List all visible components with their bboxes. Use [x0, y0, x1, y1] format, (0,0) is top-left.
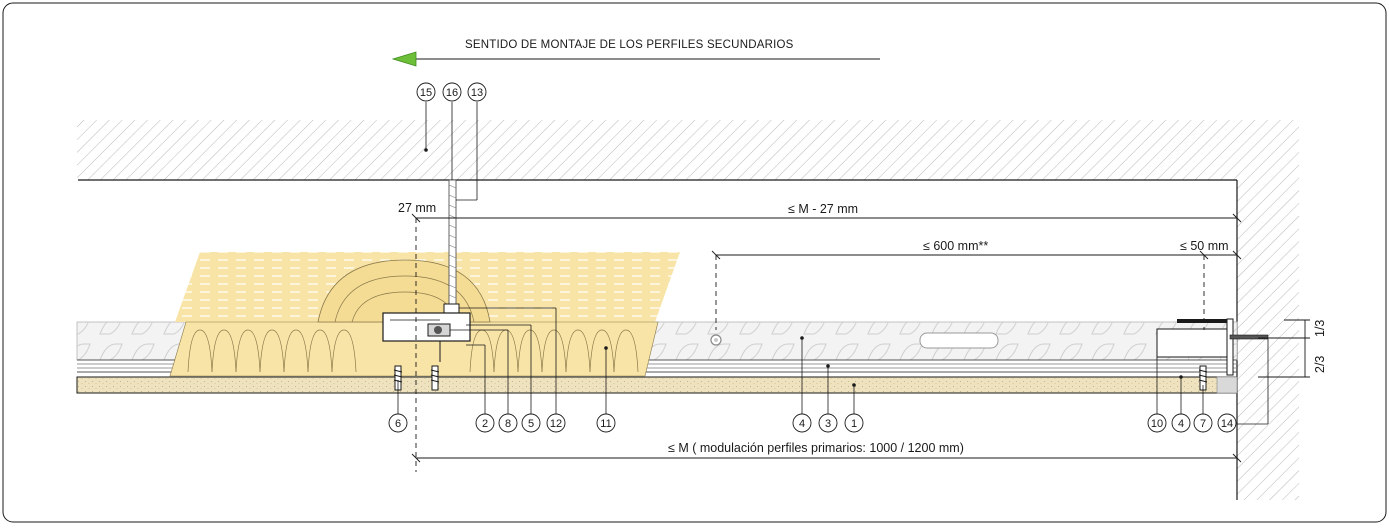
leader-lines: [397, 102, 1269, 425]
callout-5: 5: [528, 418, 534, 430]
callout-10: 10: [1151, 418, 1163, 430]
callout-2: 2: [482, 418, 488, 430]
callout-6: 6: [395, 418, 401, 430]
callout-14: 14: [1221, 418, 1233, 430]
callout-8: 8: [505, 418, 511, 430]
plasterboard: [76, 376, 1238, 394]
suspension-bracket: [382, 303, 471, 362]
dim-one-third: 1/3: [1313, 320, 1327, 337]
callouts: [388, 82, 1237, 433]
concrete-slab: [77, 120, 1237, 181]
dim-max-600: ≤ 600 mm**: [923, 239, 988, 253]
dim-modulation: ≤ M ( modulación perfiles primarios: 100…: [668, 441, 964, 455]
dimension-lines: [411, 210, 1310, 472]
callout-3: 3: [825, 418, 831, 430]
callout-13: 13: [471, 87, 483, 99]
dim-two-thirds: 2/3: [1313, 356, 1327, 373]
callout-11: 11: [600, 418, 611, 430]
dim-m-minus-27: ≤ M - 27 mm: [788, 202, 858, 216]
threaded-hanger-rod: [448, 179, 457, 309]
dim-27mm: 27 mm: [398, 201, 436, 215]
direction-label: SENTIDO DE MONTAJE DE LOS PERFILES SECUN…: [465, 39, 794, 51]
callout-12: 12: [550, 418, 562, 430]
callout-7: 7: [1200, 418, 1206, 430]
perimeter-channel: [1156, 318, 1269, 376]
callout-4-right: 4: [1178, 418, 1184, 430]
direction-arrow-icon: [391, 51, 417, 67]
callout-15: 15: [420, 87, 432, 99]
leader-dots: [424, 148, 1183, 387]
callout-16: 16: [446, 87, 458, 99]
mineral-wool-insulation: [169, 252, 680, 377]
callout-1: 1: [851, 418, 857, 430]
side-wall: [1236, 120, 1299, 500]
callout-4-center: 4: [799, 418, 805, 430]
dim-max-50: ≤ 50 mm: [1180, 239, 1229, 253]
